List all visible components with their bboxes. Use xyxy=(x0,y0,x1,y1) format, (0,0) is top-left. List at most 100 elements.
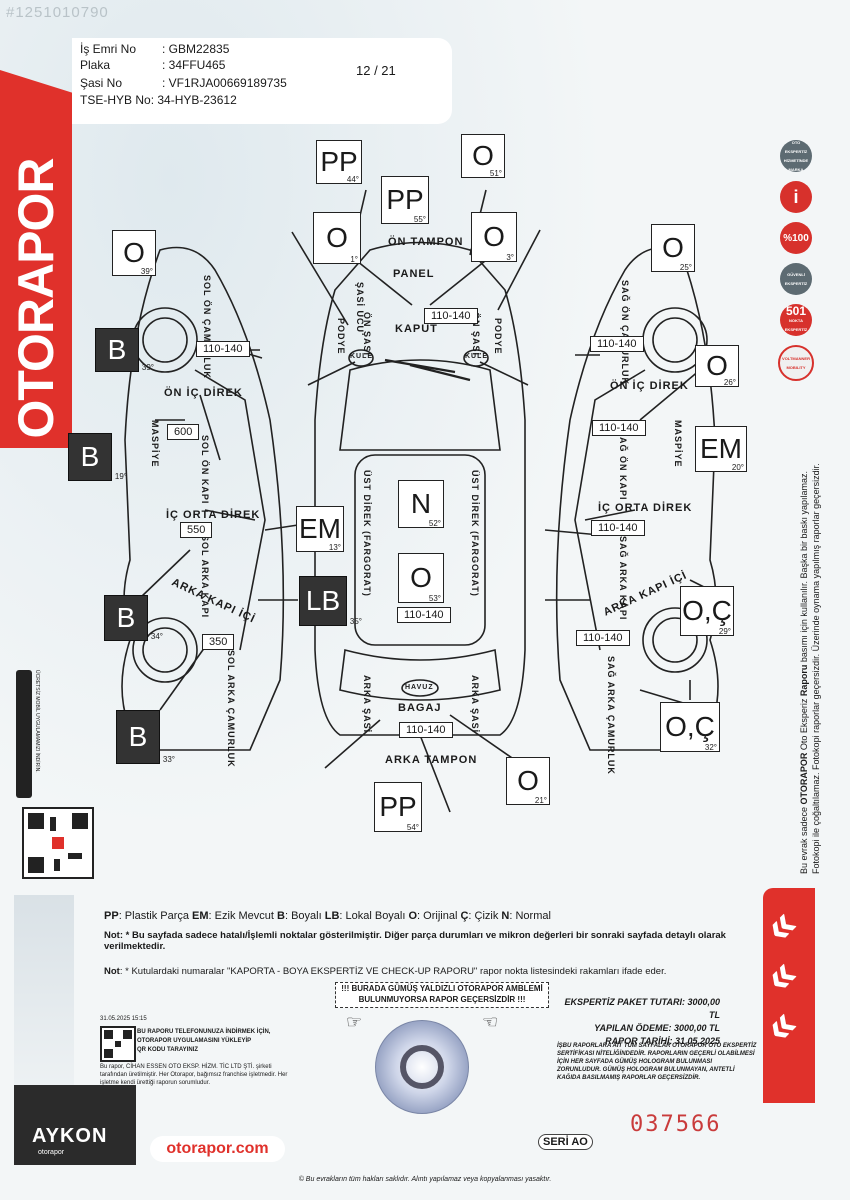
secure-badge-icon: GÜVENLİ EKSPERTİZ xyxy=(780,263,812,295)
legend: PP: Plastik Parça EM: Ezik Mevcut B: Boy… xyxy=(104,910,551,922)
label-maspiye-right: MASPİYE xyxy=(673,420,683,468)
label-ic-orta-direk-right: İÇ ORTA DİREK xyxy=(598,502,693,514)
report-qr-code[interactable] xyxy=(100,1026,136,1062)
label-kule-left: KULE xyxy=(350,353,374,360)
label-ust-direk-left: ÜST DİREK (FARGORAT) xyxy=(362,470,372,597)
side-disclaimer: Bu evrak sadece OTORAPOR Oto Eksperiz Ra… xyxy=(799,463,821,874)
watermark-id: #1251010790 xyxy=(6,4,109,21)
label-on-ic-direk-left: ÖN İÇ DİREK xyxy=(164,387,243,399)
label-bagaj: BAGAJ xyxy=(398,702,442,714)
micron-code: 110-140 xyxy=(397,607,451,623)
label-arka-sasi-right: ARKA ŞASİ xyxy=(470,675,480,733)
label-sasi-ucu: ŞASİ UCU xyxy=(355,282,365,334)
micron-code: 110-140 xyxy=(196,341,250,357)
pointing-hand-icon: ☞ xyxy=(346,1012,363,1032)
label-sol-arka-kapi: SOL ARKA KAPI xyxy=(200,535,210,619)
qr-instructions: BU RAPORU TELEFONUNUZA İNDİRMEK İÇİN,OTO… xyxy=(137,1029,271,1053)
header-row-work-order: İş Emri No: GBM22835 xyxy=(80,42,230,56)
label-ic-orta-direk-left: İÇ ORTA DİREK xyxy=(166,509,261,521)
header-row-plate: Plaka: 34FFU465 xyxy=(80,58,226,72)
micron-code: 350 xyxy=(202,634,235,650)
percent-badge-icon: %100 xyxy=(780,222,812,254)
micron-code: 110-140 xyxy=(424,308,478,324)
label-sag-arka-camurluk: SAĞ ARKA ÇAMURLUK xyxy=(606,656,616,775)
label-podye-left: PODYE xyxy=(336,318,346,355)
copyright: © Bu evrakların tüm hakları saklıdır. Al… xyxy=(298,1176,552,1183)
brand-tab: OTORAPOR xyxy=(0,70,72,448)
label-kaput: KAPUT xyxy=(395,323,438,335)
label-maspiye-left: MASPİYE xyxy=(150,420,160,468)
app-store-badge[interactable] xyxy=(16,670,32,798)
dealer-info: Bu rapor, CİHAN ESSEN OTO EKSP. HİZM. Tİ… xyxy=(100,1064,288,1086)
left-decor-strip xyxy=(14,895,74,1095)
validity-notice: İŞBU RAPORLARA AİT TÜM SAYFALAR OTORAPOR… xyxy=(557,1043,757,1081)
badge-column: OTO EKSPERTİZ HİZMETİNDE MARKA i %100 GÜ… xyxy=(778,140,814,390)
info-badge-icon: i xyxy=(780,181,812,213)
label-havuz: HAVUZ xyxy=(405,684,434,691)
trust-badge-icon: OTO EKSPERTİZ HİZMETİNDE MARKA xyxy=(780,140,812,172)
label-sol-on-kapi: SOL ÖN KAPI xyxy=(200,435,210,505)
micron-code: 110-140 xyxy=(576,630,630,646)
micron-code: 110-140 xyxy=(592,420,646,436)
page-number: 12 / 21 xyxy=(356,63,396,78)
label-ust-direk-right: ÜST DİREK (FARGORAT) xyxy=(470,470,480,597)
label-on-ic-direk-right: ÖN İÇ DİREK xyxy=(610,380,689,392)
label-sag-on-camurluk: SAĞ ÖN ÇAMURLUK xyxy=(620,280,630,385)
pointing-hand-icon: ☜ xyxy=(482,1012,499,1032)
serial-number: 037566 xyxy=(630,1112,722,1137)
voltmanner-badge-icon: VOLTMANNER MOBILITY xyxy=(778,345,814,381)
label-on-sasi-left: ÖN ŞASİ xyxy=(362,312,372,357)
label-sol-arka-camurluk: SOL ARKA ÇAMURLUK xyxy=(226,650,236,768)
label-kule-right: KULE xyxy=(465,353,489,360)
micron-code: 110-140 xyxy=(590,336,644,352)
label-on-sasi-right: ÖN ŞASİ xyxy=(471,312,481,357)
series-badge: SERİ AO xyxy=(538,1134,593,1150)
header-row-tse: TSE-HYB No: 34-HYB-23612 xyxy=(80,93,237,107)
label-arka-tampon: ARKA TAMPON xyxy=(385,754,478,766)
label-podye-right: PODYE xyxy=(493,318,503,355)
micron-code: 600 xyxy=(167,424,200,440)
car-diagram xyxy=(121,189,731,813)
hologram-seal xyxy=(375,1020,469,1114)
label-arka-sasi-left: ARKA ŞASİ xyxy=(362,675,372,733)
hologram-warning: !!! BURADA GÜMÜŞ YALDIZLI OTORAPOR AMBLE… xyxy=(335,982,549,1008)
app-qr-code[interactable] xyxy=(22,807,94,879)
payment-totals: EKSPERTİZ PAKET TUTARI: 3000,00 TL YAPIL… xyxy=(564,997,720,1046)
micron-code: 550 xyxy=(180,522,213,538)
aykon-watermark: AYKON otorapor xyxy=(14,1085,136,1165)
note-2: Not: * Kutulardaki numaralar "KAPORTA - … xyxy=(104,966,667,977)
website-link[interactable]: otorapor.com xyxy=(150,1136,285,1162)
label-panel: PANEL xyxy=(393,268,435,280)
label-sol-on-camurluk: SOL ÖN ÇAMURLUK xyxy=(202,275,212,379)
label-on-tampon: ÖN TAMPON xyxy=(388,236,464,248)
header-row-chassis: Şasi No: VF1RJA00669189735 xyxy=(80,76,287,90)
store-caption: ÜCRETSİZ MOBİL UYGULAMAMIZI İNDİRİN. xyxy=(34,670,40,773)
print-date: 31.05.2025 15:15 xyxy=(100,1016,147,1022)
micron-code: 110-140 xyxy=(399,722,453,738)
seal-logo-icon xyxy=(400,1045,444,1089)
red-corner-panel: « « « xyxy=(752,888,815,1103)
note-1: Not: * Bu sayfada sadece hatalı/İşlemli … xyxy=(104,930,726,952)
label-sag-arka-kapi: SAĞ ARKA KAPI xyxy=(618,536,628,621)
